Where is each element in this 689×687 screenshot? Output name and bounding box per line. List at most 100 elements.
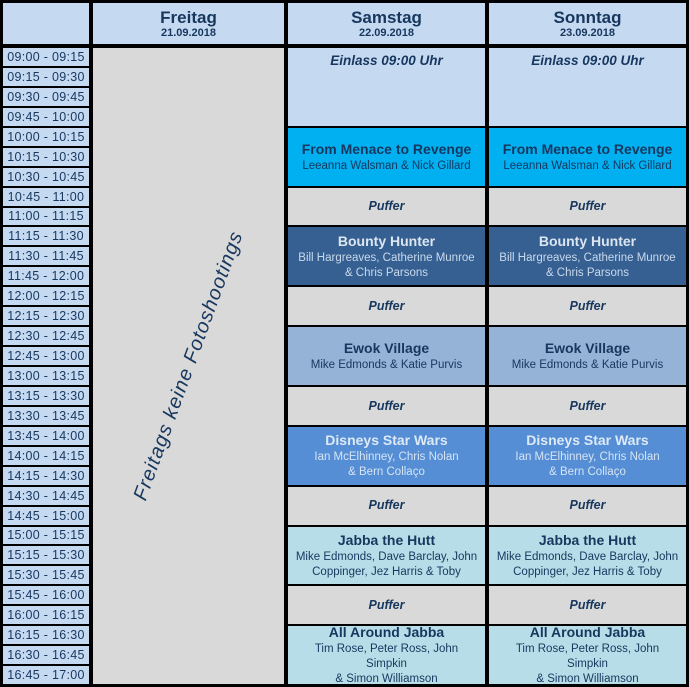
day-header-sonntag: Sonntag 23.09.2018 [489,3,686,46]
time-slot-cell: 16:15 - 16:30 [3,626,89,645]
event-title: Puffer [368,299,405,314]
day-name: Samstag [351,7,422,27]
event-subtitle: Bill Hargreaves, Catherine Munroe & Chri… [298,252,475,279]
event-cell-puffer-2: Puffer [489,287,686,326]
corner-cell [3,3,89,46]
event-title: Ewok Village [544,339,631,356]
event-title: Einlass 09:00 Uhr [531,53,644,68]
event-title: Jabba the Hutt [337,531,436,548]
time-slot-cell: 14:00 - 14:15 [3,446,89,465]
day-name: Freitag [160,7,217,27]
time-slot-cell: 16:30 - 16:45 [3,646,89,665]
event-title: Puffer [569,299,606,314]
event-cell-puffer-4: Puffer [288,486,485,525]
event-subtitle: Bill Hargreaves, Catherine Munroe & Chri… [499,252,676,279]
event-subtitle: Ian McElhinney, Chris Nolan & Bern Colla… [314,451,459,479]
event-cell-puffer-3: Puffer [489,386,686,425]
friday-note: Freitags keine Fotoshootings [128,228,248,504]
time-slot-cell: 12:45 - 13:00 [3,347,89,365]
event-subtitle: Mike Edmonds & Katie Purvis [511,359,664,372]
event-title: Puffer [569,598,606,613]
time-slot-cell: 15:45 - 16:00 [3,586,89,605]
event-cell-einlass: Einlass 09:00 Uhr [288,48,485,126]
event-cell-puffer-1: Puffer [288,187,485,226]
time-slot-cell: 14:30 - 14:45 [3,486,89,505]
event-cell-puffer-1: Puffer [489,187,686,226]
event-title: From Menace to Revenge [502,140,673,157]
time-slot-cell: 15:15 - 15:30 [3,546,89,565]
event-subtitle: Tim Rose, Peter Ross, John Simpkin & Sim… [314,643,459,684]
event-subtitle: Leeanna Walsman & Nick Gillard [302,159,471,172]
time-slot-cell: 12:00 - 12:15 [3,287,89,306]
time-slot-cell: 16:45 - 17:00 [3,666,89,684]
event-title: Bounty Hunter [538,232,637,249]
time-slot-cell: 13:45 - 14:00 [3,426,89,445]
event-title: Bounty Hunter [337,232,436,249]
event-subtitle: Tim Rose, Peter Ross, John Simpkin & Sim… [515,643,660,684]
time-slot-cell: 09:15 - 09:30 [3,67,89,86]
event-subtitle: Mike Edmonds, Dave Barclay, John Copping… [295,551,478,578]
day-header-freitag: Freitag 21.09.2018 [93,3,284,46]
day-date: 21.09.2018 [160,26,217,39]
time-slot-cell: 10:45 - 11:00 [3,187,89,206]
event-cell-puffer-4: Puffer [489,486,686,525]
event-title: Disneys Star Wars [526,432,649,449]
time-slot-cell: 11:00 - 11:15 [3,207,89,226]
event-title: Puffer [569,398,606,413]
time-slot-cell: 12:15 - 12:30 [3,307,89,326]
time-slot-cell: 15:00 - 15:15 [3,526,89,545]
event-title: Puffer [569,498,606,513]
event-title: Puffer [368,598,405,613]
time-slot-cell: 09:30 - 09:45 [3,87,89,106]
day-name: Sonntag [553,7,622,27]
time-slot-cell: 14:45 - 15:00 [3,506,89,525]
friday-no-shootings-cell: Freitags keine Fotoshootings [93,48,284,684]
day-date: 23.09.2018 [559,26,616,39]
event-title: Jabba the Hutt [538,531,637,548]
event-title: Puffer [569,199,606,214]
event-title: Puffer [368,498,405,513]
time-slot-cell: 11:15 - 11:30 [3,227,89,246]
time-slot-cell: 13:15 - 13:30 [3,386,89,405]
time-slot-cell: 10:00 - 10:15 [3,127,89,146]
time-slot-cell: 11:45 - 12:00 [3,267,89,286]
event-title: All Around Jabba [328,626,445,641]
time-slot-cell: 10:15 - 10:30 [3,147,89,166]
time-slot-cell: 09:00 - 09:15 [3,48,89,66]
day-header-samstag: Samstag 22.09.2018 [288,3,485,46]
event-cell-einlass: Einlass 09:00 Uhr [489,48,686,126]
event-title: From Menace to Revenge [301,140,472,157]
event-title: All Around Jabba [529,626,646,641]
time-slot-cell: 16:00 - 16:15 [3,606,89,625]
event-subtitle: Leeanna Walsman & Nick Gillard [503,159,672,172]
time-slot-cell: 12:30 - 12:45 [3,327,89,346]
event-subtitle: Mike Edmonds, Dave Barclay, John Copping… [496,551,679,578]
time-slot-cell: 13:30 - 13:45 [3,406,89,425]
time-slot-cell: 14:15 - 14:30 [3,466,89,485]
event-subtitle: Mike Edmonds & Katie Purvis [310,359,463,372]
time-slot-cell: 15:30 - 15:45 [3,566,89,585]
event-title: Puffer [368,199,405,214]
event-title: Ewok Village [343,339,430,356]
time-slot-cell: 11:30 - 11:45 [3,247,89,266]
event-cell-puffer-5: Puffer [288,586,485,625]
event-title: Disneys Star Wars [325,432,448,449]
time-slot-cell: 13:00 - 13:15 [3,367,89,385]
event-subtitle: Ian McElhinney, Chris Nolan & Bern Colla… [515,451,660,479]
day-date: 22.09.2018 [358,26,415,39]
event-title: Puffer [368,398,405,413]
time-slot-cell: 09:45 - 10:00 [3,107,89,126]
event-cell-puffer-2: Puffer [288,287,485,326]
